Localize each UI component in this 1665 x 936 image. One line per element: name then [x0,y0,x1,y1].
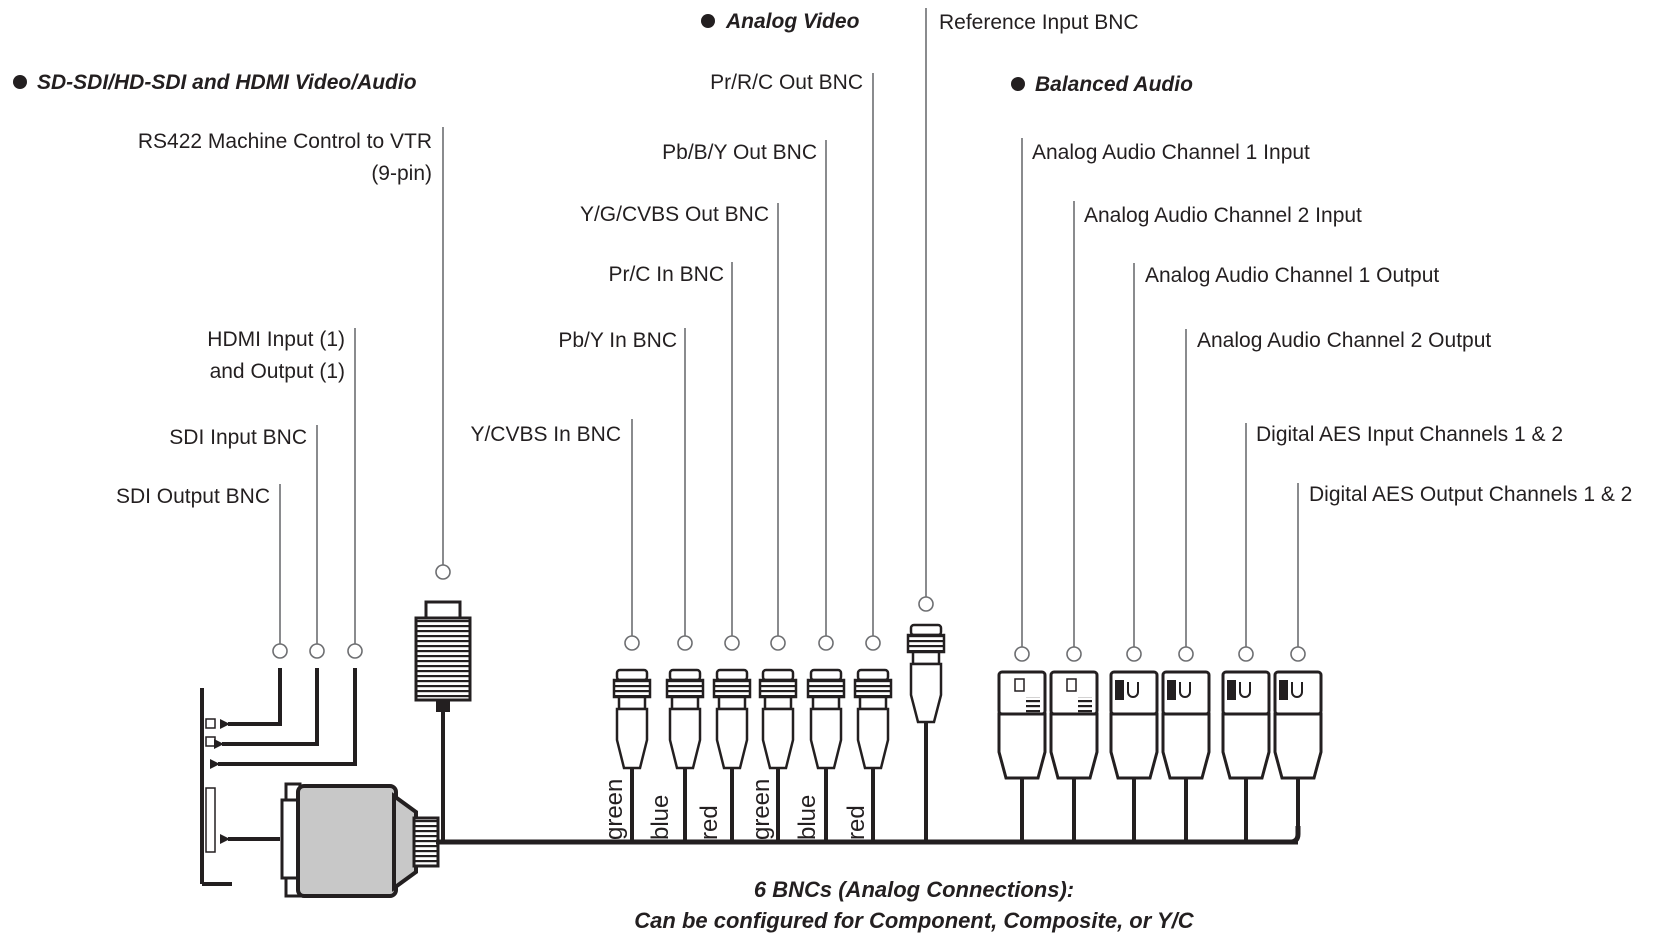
section-sd-sdi-label: SD-SDI/HD-SDI and HDMI Video/Audio [37,71,417,94]
pointer-audio-ch2-in [1066,646,1082,662]
label-hdmi-io: and Output (1) [210,360,345,383]
caption-line-1: 6 BNCs (Analog Connections): [754,877,1074,902]
section-analog-video-label: Analog Video [725,10,860,33]
xlr-female-connector-ch1-in [997,670,1047,842]
label-audio-ch2-in: Analog Audio Channel 2 Input [1084,204,1362,227]
xlr-male-connector-ch1-out [1109,670,1159,842]
bnc-connector-pr-in [712,668,752,842]
bnc-connector-pb-in [665,668,705,842]
label-pr-out: Pr/R/C Out BNC [710,71,863,94]
pointer-audio-ch2-out [1178,646,1194,662]
pointer-aes-in [1238,646,1254,662]
caption-line-2: Can be configured for Component, Composi… [634,908,1195,933]
label-y-out: Y/G/CVBS Out BNC [580,203,769,226]
section-balanced-audio-label: Balanced Audio [1035,73,1193,96]
cable-color-label: red [696,805,723,840]
bnc-connector-y-out [758,668,798,842]
label-aes-out: Digital AES Output Channels 1 & 2 [1309,483,1632,506]
pointer-reference [918,596,934,612]
leader-lines [272,8,1306,662]
cable-color-label: blue [647,795,674,840]
pointer-pb-in [677,635,693,651]
label-audio-ch2-out: Analog Audio Channel 2 Output [1197,329,1491,352]
pointer-audio-ch1-in [1014,646,1030,662]
bnc-connector-pr-out [853,668,893,842]
label-pb-in: Pb/Y In BNC [558,329,677,352]
pointer-sdi-output [272,643,288,659]
bullet-icon [701,14,715,28]
cable-color-label: blue [794,795,821,840]
label-sdi-input: SDI Input BNC [169,426,307,449]
cable-color-label: red [843,805,870,840]
xlr-male-connector-ch2-out [1161,670,1211,842]
section-sd-sdi-heading: SD-SDI/HD-SDI and HDMI Video/Audio [13,71,417,94]
bnc-connector-y-in [612,668,652,842]
label-audio-ch1-out: Analog Audio Channel 1 Output [1145,264,1439,287]
label-sdi-output: SDI Output BNC [116,485,270,508]
cable-color-label: green [601,779,628,840]
pointer-pr-in [724,635,740,651]
db-connector-plug [280,782,440,898]
pointer-sdi-input [309,643,325,659]
pointer-aes-out [1290,646,1306,662]
cable-color-labels: green blue red green blue red [601,779,870,840]
pointer-pr-out [865,635,881,651]
label-rs422: RS422 Machine Control to VTR [138,130,432,153]
pointer-rs422 [435,564,451,580]
panel-arrows [210,668,357,844]
bullet-icon [13,75,27,89]
bnc-connector-reference [906,623,946,842]
label-y-in: Y/CVBS In BNC [470,423,621,446]
pointer-pb-out [818,635,834,651]
pointer-audio-ch1-out [1126,646,1142,662]
label-audio-ch1-in: Analog Audio Channel 1 Input [1032,141,1310,164]
xlr-female-connector-ch2-in [1049,670,1099,842]
section-balanced-audio-heading: Balanced Audio [1011,73,1193,96]
pointer-hdmi [347,643,363,659]
section-analog-video-heading: Analog Video [701,10,860,33]
label-reference: Reference Input BNC [939,11,1139,34]
xlr-male-connector-aes-in [1221,670,1271,842]
label-hdmi: HDMI Input (1) [207,328,345,351]
pointer-y-out [770,635,786,651]
label-aes-in: Digital AES Input Channels 1 & 2 [1256,423,1563,446]
rs422-connector [414,600,472,842]
label-rs422-pin: (9-pin) [371,162,432,185]
bullet-icon [1011,77,1025,91]
bnc-connector-pb-out [806,668,846,842]
xlr-male-connector-aes-out [1273,670,1323,826]
pointer-y-in [624,635,640,651]
label-pb-out: Pb/B/Y Out BNC [662,141,817,164]
cable-color-label: green [748,779,775,840]
device-panel [200,688,232,886]
label-pr-in: Pr/C In BNC [608,263,724,286]
